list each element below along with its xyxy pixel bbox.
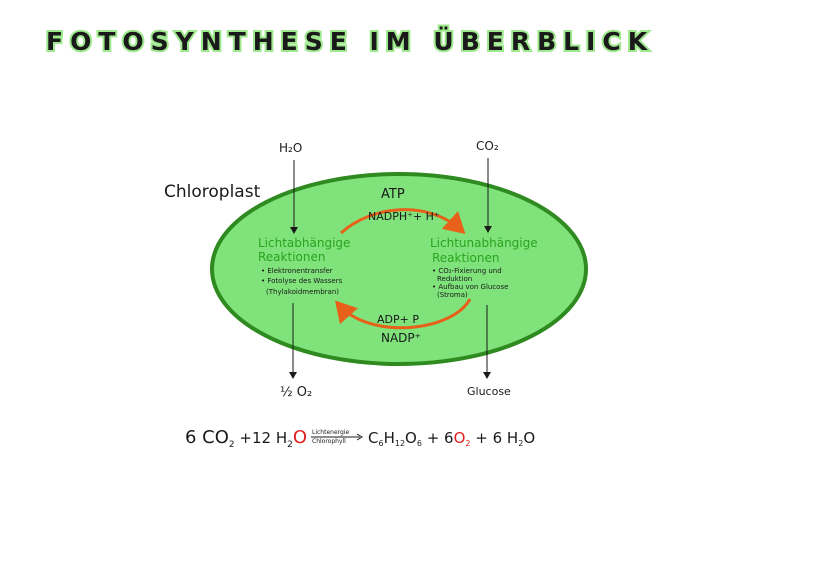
eq-glucose-h: H [384, 429, 395, 447]
eq-arrow-head [356, 433, 363, 441]
dark-reactions-title-1: Lichtunabhängige [430, 236, 538, 250]
eq-glucose-c: C [368, 429, 378, 447]
eq-glucose-o: O [405, 429, 417, 447]
light-reactions-bullet-3: (Thylakoidmembran) [266, 288, 339, 296]
light-reactions-bullet-2: • Fotolyse des Wassers [261, 277, 343, 285]
eq-glucose-h-sub: 12 [395, 439, 405, 448]
dark-reactions-title-2: Reaktionen [432, 251, 499, 265]
chloroplast-label: Chloroplast [164, 182, 261, 202]
dark-reactions-bullet-1: • CO₂-Fixierung und [432, 267, 502, 275]
eq-plus-six: + 6 [422, 429, 454, 447]
dark-reactions-bullet-2: Reduktion [437, 275, 472, 283]
eq-water-out-o: O [523, 429, 535, 447]
eq-arrow-top: Lichtenergie [312, 429, 349, 436]
eq-glucose-o-sub: 6 [417, 439, 422, 448]
nadp-label: NADP⁺ [381, 331, 421, 345]
eq-co2: 6 CO [185, 427, 229, 448]
svg-text:C6H12O6 + 6O2 + 6 H2O: C6H12O6 + 6O2 + 6 H2O [368, 429, 535, 448]
eq-arrow-bottom: Chlorophyll [312, 438, 346, 445]
eq-oxygen: O [454, 429, 466, 447]
adp-label: ADP+ P [377, 313, 419, 326]
adp-cycle-arrow [335, 298, 472, 330]
light-reactions-title-1: Lichtabhängige [258, 236, 350, 250]
input-water-label: H₂O [279, 141, 302, 155]
eq-glucose-c-sub: 6 [378, 439, 383, 448]
light-reactions-title-2: Reaktionen [258, 250, 325, 264]
eq-water-oxygen: O [293, 427, 307, 448]
light-reactions-bullet-1: • Elektronentransfer [261, 267, 333, 275]
input-co2-label: CO₂ [476, 139, 499, 153]
atp-cycle-arrow [339, 208, 466, 235]
atp-label: ATP [381, 187, 405, 202]
dark-reactions-bullet-4: (Stroma) [437, 291, 468, 299]
svg-text:6 CO2 +12 H2O: 6 CO2 +12 H2O [185, 427, 307, 450]
eq-water-sub: 2 [287, 440, 293, 450]
eq-oxygen-sub: 2 [465, 439, 470, 448]
eq-water-out-sub: 2 [518, 439, 523, 448]
output-oxygen-label: ½ O₂ [280, 385, 312, 400]
chloroplast-body [210, 172, 588, 366]
dark-reactions-bullet-3: • Aufbau von Glucose [432, 283, 508, 291]
output-glucose-label: Glucose [467, 385, 511, 398]
eq-co2-sub: 2 [229, 440, 235, 450]
nadph-label: NADPH⁺+ H⁺ [368, 210, 440, 223]
eq-water: +12 H [235, 429, 287, 447]
eq-water-out: + 6 H [471, 429, 519, 447]
page-title: FOTOSYNTHESE IM ÜBERBLICK [44, 25, 655, 58]
photosynthesis-equation: 6 CO2 +12 H2O Lichtenergie Chlorophyll C… [185, 427, 535, 450]
